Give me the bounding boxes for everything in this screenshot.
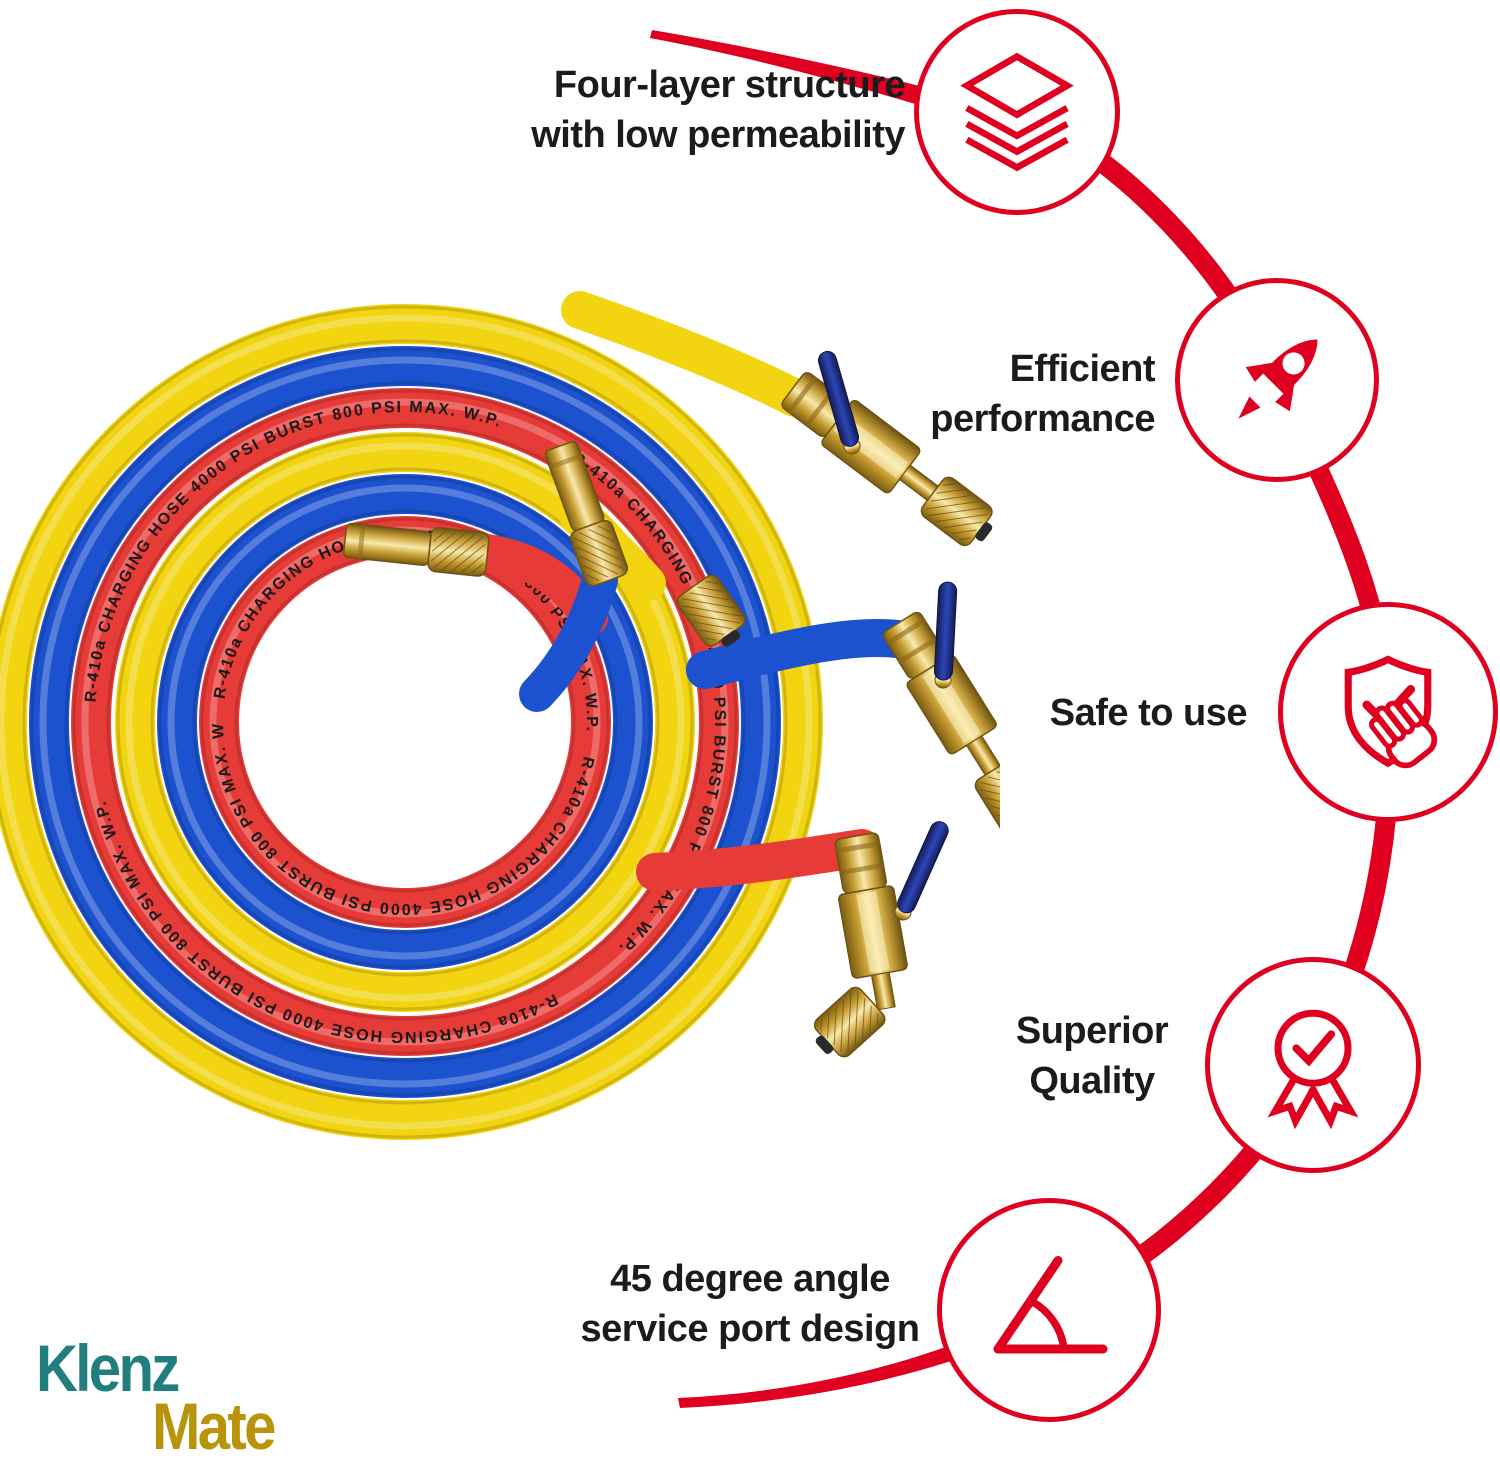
- feature-label-efficient: Efficient performance: [930, 344, 1155, 444]
- hose-coil-photo: R-410a CHARGING HOSE 4000 PSI BURST 800 …: [0, 250, 1000, 1140]
- hose-ring-blue-outer: [29, 346, 781, 1098]
- hose-ring-red-outer: [71, 388, 739, 1056]
- hand-icon: [1369, 698, 1438, 769]
- shield-check-hand-icon: [1344, 655, 1438, 769]
- feature-label-line: with low permeability: [531, 114, 905, 156]
- feature-circle-four-layer: [914, 9, 1120, 215]
- hose-ring-shading: [0, 305, 822, 1139]
- feature-label-line: Efficient: [1009, 348, 1156, 390]
- feature-circle-efficient: [1175, 278, 1379, 482]
- rocket-icon: [1238, 339, 1318, 419]
- feature-label-line: Superior: [1015, 1010, 1169, 1052]
- feature-label-line: Quality: [1029, 1060, 1155, 1102]
- brand-logo-part2: Mate: [152, 1389, 276, 1463]
- hose-ring-blue-inner: [157, 474, 653, 970]
- feature-label-line: Four-layer structure: [553, 64, 906, 106]
- feature-label-line: 45 degree angle: [610, 1258, 890, 1300]
- feature-circle-service-port: [937, 1198, 1161, 1422]
- feature-label-safe: Safe to use: [1049, 688, 1248, 738]
- hose-ring-highlights: [0, 314, 813, 1130]
- brand-logo: Klenz Mate: [30, 1330, 370, 1463]
- feature-label-line: Safe to use: [1049, 692, 1248, 734]
- feature-label-four-layer: Four-layer structure with low permeabili…: [531, 60, 905, 160]
- hose-ring-yellow-inner: [115, 432, 695, 1012]
- award-ribbon-icon: [1267, 1009, 1359, 1130]
- feature-label-quality: Superior Quality: [972, 1006, 1212, 1106]
- connector-taper-start: [650, 30, 1008, 130]
- feature-label-service-port: 45 degree angle service port design: [540, 1254, 960, 1354]
- hose-rings: [0, 304, 823, 1140]
- layers-icon: [960, 52, 1074, 172]
- hose-end-blue-inner: [519, 562, 618, 712]
- feature-label-line: service port design: [580, 1308, 920, 1350]
- feature-label-line: performance: [930, 398, 1155, 440]
- feature-circle-quality: [1205, 957, 1421, 1173]
- hose-end-yellow: [561, 291, 814, 417]
- angle-45-icon: [993, 1256, 1108, 1354]
- hose-ring-yellow-outer: [0, 304, 823, 1140]
- feature-circle-safe: [1278, 602, 1498, 822]
- brand-logo-part1: Klenz: [36, 1331, 180, 1405]
- connector-taper-end: [678, 1300, 1060, 1408]
